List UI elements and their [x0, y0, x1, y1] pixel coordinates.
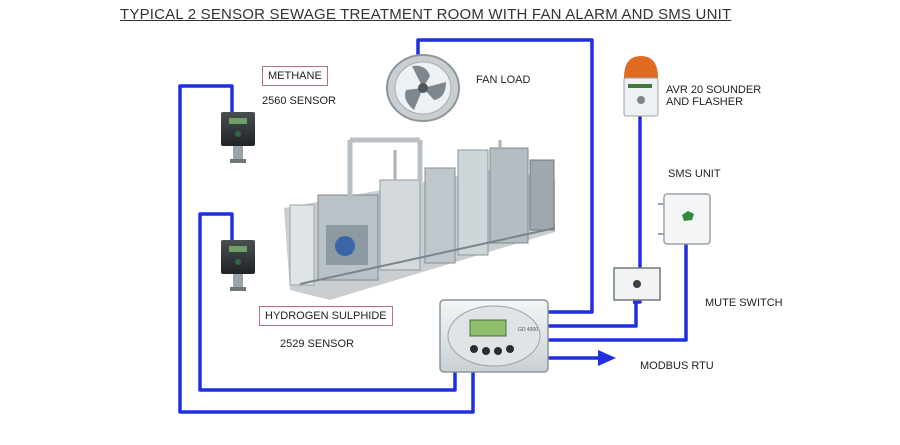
fan-load-label: FAN LOAD: [476, 74, 531, 86]
gas-detector-controller: GD 4000: [439, 299, 549, 373]
modbus-label: MODBUS RTU: [640, 360, 714, 372]
wire-sms-unit: [548, 244, 688, 342]
wire-h2s-sensor: [198, 212, 457, 392]
fan-icon: [386, 54, 460, 122]
sms-unit-label: SMS UNIT: [668, 168, 721, 180]
sounder-flasher-icon: [623, 56, 659, 117]
sounder-label-line1: AVR 20 SOUNDER: [666, 84, 762, 96]
sms-unit-icon: [658, 193, 711, 245]
sewage-treatment-plant-image: [284, 137, 556, 300]
methane-sensor: [221, 112, 255, 163]
modbus-arrow-icon: [598, 350, 616, 366]
wire-mute-switch: [548, 300, 638, 328]
wire-fan-load: [416, 38, 594, 314]
diagram-title: TYPICAL 2 SENSOR SEWAGE TREATMENT ROOM W…: [120, 6, 732, 23]
h2s-sensor: [221, 240, 255, 291]
mute-switch-label: MUTE SWITCH: [705, 297, 783, 309]
h2s-sensor-label: 2529 SENSOR: [280, 338, 354, 350]
hydrogen-sulphide-label: HYDROGEN SULPHIDE: [259, 306, 393, 326]
sounder-label-line2: AND FLASHER: [666, 96, 744, 108]
controller-brand-text: GD 4000: [518, 327, 538, 333]
methane-label: METHANE: [262, 66, 328, 86]
wire-methane-sensor: [178, 84, 475, 414]
wiring: [178, 38, 688, 414]
methane-sensor-label: 2560 SENSOR: [262, 95, 336, 107]
mute-switch-icon: [613, 267, 661, 301]
